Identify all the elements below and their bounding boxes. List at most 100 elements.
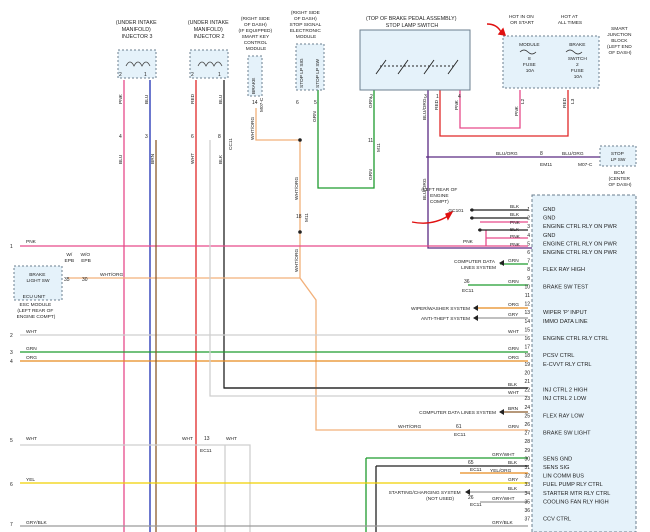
ground-node-1: [470, 208, 474, 212]
label-red-3: RED: [562, 97, 568, 108]
ecm-pin-name: SENS SIG: [543, 465, 569, 471]
ecm-pin-name: BRAKE SW TEST: [543, 284, 589, 290]
connector-ec11-a: EC11: [462, 288, 474, 294]
pin-61a: 61: [456, 424, 462, 430]
connector-ec11-d: EC11: [470, 467, 482, 473]
ecm-pin-number: 6: [527, 250, 530, 256]
ecm-pin-name: GND: [543, 207, 555, 213]
pin-edge-4: 4: [10, 359, 13, 365]
ecm-pin-number: 28: [524, 439, 530, 445]
label-pnk-3: PNK: [514, 105, 520, 116]
pin-edge-2: 2: [10, 333, 13, 339]
pin-8a: 8: [218, 134, 221, 140]
arrow-cdls1: [499, 260, 504, 266]
ecm-pin-number: 2: [527, 216, 530, 222]
sys-antitheft: ANTI-THEFT SYSTEM: [421, 316, 470, 322]
ground-node-4: [298, 138, 302, 142]
pin-edge-3: 3: [10, 350, 13, 356]
hlabel-pnk-3: PNK: [510, 220, 521, 226]
ecm-pin-number: 35: [524, 499, 530, 505]
hlabel-blk-22: BLK: [508, 382, 518, 388]
ecm-pin-name: IMMO DATA LINE: [543, 319, 588, 325]
ecm-pin-number: 26: [524, 422, 530, 428]
annotations: [411, 23, 507, 224]
ecm-pin-name: FLEX RAY HIGH: [543, 267, 585, 273]
ecm-pin-name: WIPER 'P' INPUT: [543, 310, 588, 316]
arrow-cdls2: [499, 409, 504, 415]
hlabel-gryblk-37l: GRY/BLK: [26, 520, 48, 526]
hlabel-blk-34: BLK: [508, 486, 518, 492]
pin-inj2-1: 1: [218, 72, 221, 78]
hlabel-brn-25: BRN: [508, 406, 519, 412]
wire-stoplamp-red: [439, 90, 569, 137]
ecm-pin-number: 5: [527, 241, 530, 247]
hlabel-grn-18r: GRN: [508, 346, 519, 352]
hot-run-label: HOT IN ON OR START: [509, 14, 535, 26]
wire-smartkey-whtorg: [255, 108, 301, 232]
connector-m11: M11: [376, 143, 382, 152]
hlabel-org-13: ORG: [508, 302, 519, 308]
hlabel-wht-16l: WHT: [26, 329, 37, 335]
ecm-pin-name: INJ CTRL 2 HIGH: [543, 388, 588, 394]
bcm-label: BCM (CENTER OF DASH): [609, 170, 632, 188]
injector2-label: (UNDER INTAKE MANIFOLD) INJECTOR 2: [188, 20, 230, 40]
pin-numbers: 2 1 2 1 4 3 6 8 14 6 5 2 3 1 4 11 18 8 3…: [10, 72, 543, 528]
ecm-pin-number: 33: [524, 482, 530, 488]
label-whtorg-3: WHT/ORG: [294, 249, 300, 272]
wires: [20, 80, 600, 532]
label-blu-1: BLU: [144, 94, 150, 104]
label-red-2: RED: [434, 99, 440, 110]
ecm-pin-name: COOLING FAN RLY HIGH: [543, 499, 609, 505]
pin-edge-7: 7: [10, 522, 13, 528]
ecm-pin-number: 21: [524, 379, 530, 385]
ecm-pin-number: 24: [524, 405, 530, 411]
fuses: [519, 49, 583, 55]
pin-4a: 4: [119, 134, 122, 140]
switch-contact-3: [423, 59, 435, 75]
connector-em11: EM11: [540, 162, 553, 168]
ecm-pin-number: 14: [524, 319, 530, 325]
pin-edge-6: 6: [10, 482, 13, 488]
pin-4b: 4: [458, 94, 461, 100]
hlabel-gryblk-37r: GRY/BLK: [492, 520, 514, 526]
wire-color-labels: PNK BLU RED BLU BLU BRN WHT BLK WHT/ORG …: [118, 93, 568, 272]
label-blk-1: BLK: [218, 154, 224, 164]
wire-whtorg-down: [299, 232, 528, 431]
injector2-box: [189, 49, 229, 79]
stop-sig-in-label: STOP LP SIG: [299, 58, 305, 88]
label-whtorg-1: WHT/ORG: [250, 117, 256, 140]
hlabel-pnk-6: PNK: [510, 242, 521, 248]
ecm-pin-name: ENGINE CTRL RLY CTRL: [543, 336, 608, 342]
ecm-pin-number: 36: [524, 508, 530, 514]
hlabel-gry-33: GRY: [508, 477, 519, 483]
switch-contact-4: [447, 59, 459, 75]
ground-junction: [298, 138, 482, 234]
ecm-pin-number: 17: [524, 345, 530, 351]
ecm-pin-name: GND: [543, 233, 555, 239]
label-bluorg-2: BLU/ORG: [422, 178, 428, 200]
brake-fuse-label: BRAKE SWITCH 2 FUSE 10A: [568, 42, 588, 80]
ecm-pin-number: 8: [527, 267, 530, 273]
ecm-pin-number: 4: [527, 233, 530, 239]
hot-all-label: HOT AT ALL TIMES: [558, 14, 582, 26]
label-pnk-2: PNK: [454, 99, 460, 110]
sys-cdls2: COMPUTER DATA LINES SYSTEM: [419, 410, 496, 416]
label-grn-3: GRN: [368, 169, 374, 180]
switch-contact-1: [375, 59, 387, 75]
ecm-pin-name: INJ CTRL 2 LOW: [543, 396, 587, 402]
pin-1a: 1: [436, 94, 439, 100]
wire-stoplamp-pnk: [459, 90, 521, 129]
ecm-pin-name: ENGINE CTRL RLY ON PWR: [543, 224, 617, 230]
pin-35a: 35: [64, 277, 70, 283]
pin-edge-1: 1: [10, 244, 13, 250]
ecm-pin-number: 31: [524, 465, 530, 471]
injector3-label: (UNDER INTAKE MANIFOLD) INJECTOR 3: [116, 20, 158, 40]
ecm-pin-number: 25: [524, 413, 530, 419]
pin-6b: 6: [296, 100, 299, 106]
smart-key-label: (RIGHT SIDE OF DASH) (IF EQUIPPED) SMART…: [239, 16, 274, 52]
connector-m07c-2: M07-C: [578, 162, 593, 168]
wire-wht-23: [209, 140, 528, 397]
component-labels: (UNDER INTAKE MANIFOLD) INJECTOR 3 (UNDE…: [17, 10, 633, 320]
esc-option-label: W/ EPB W/O EPB: [65, 252, 92, 264]
